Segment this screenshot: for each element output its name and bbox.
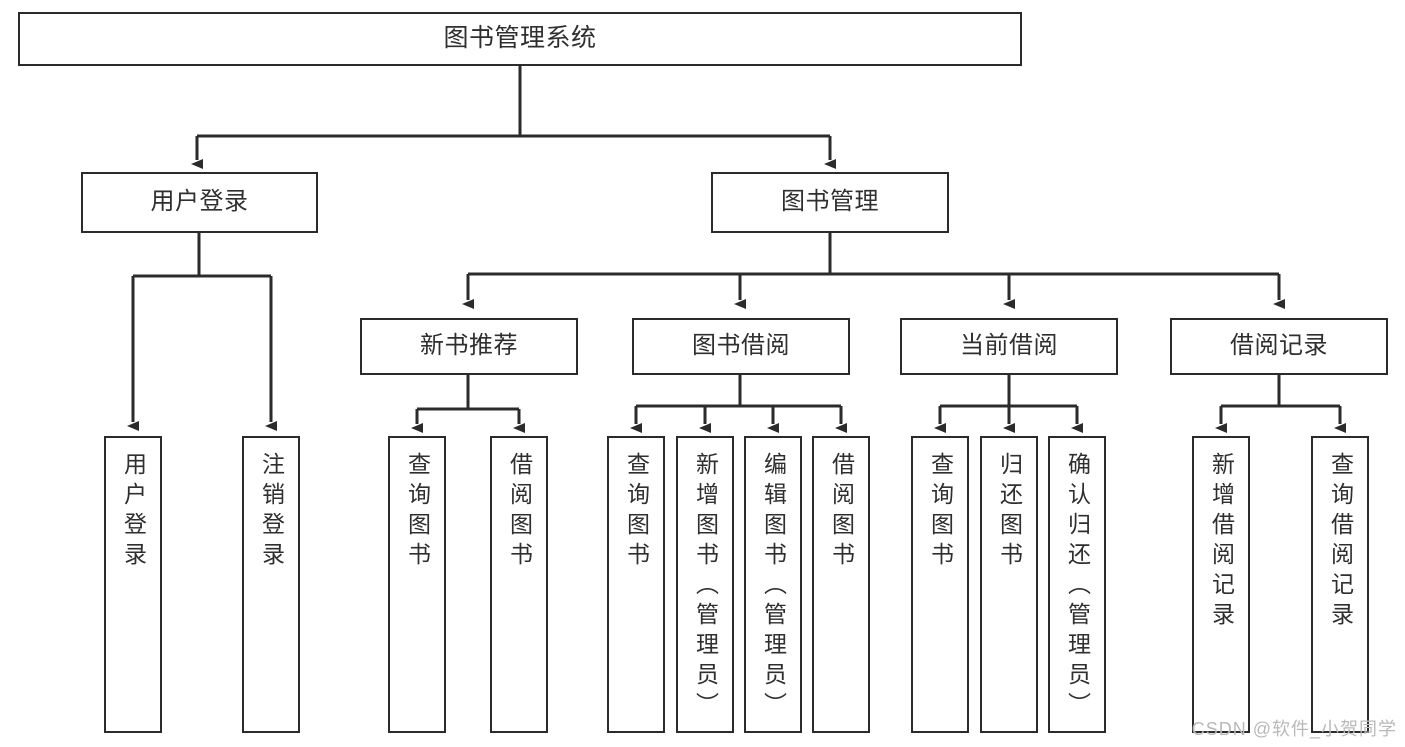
node-label: 借阅图书: [828, 452, 855, 572]
node-root[interactable]: 图书管理系统: [18, 12, 1022, 66]
leaf-node-add-book-admin[interactable]: 新增图书（管理员）: [676, 436, 734, 733]
leaf-node-query-book-rec[interactable]: 查询图书: [388, 436, 446, 733]
node-label: 借阅图书: [506, 452, 533, 572]
leaf-node-confirm-return-admin[interactable]: 确认归还（管理员）: [1048, 436, 1106, 733]
leaf-node-edit-book-admin[interactable]: 编辑图书（管理员）: [744, 436, 802, 733]
leaf-node-return-book[interactable]: 归还图书: [980, 436, 1038, 733]
node-label: 查询图书: [623, 452, 650, 572]
node-label: 编辑图书（管理员）: [760, 452, 787, 722]
node-label: 图书管理系统: [443, 24, 597, 53]
node-label: 注销登录: [258, 452, 285, 572]
watermark: CSDN @软件_小贺同学: [1191, 719, 1397, 739]
node-current-borrow[interactable]: 当前借阅: [900, 318, 1118, 375]
node-user-login[interactable]: 用户登录: [81, 172, 318, 233]
leaf-node-borrow-book-rec[interactable]: 借阅图书: [490, 436, 548, 733]
node-label: 当前借阅: [960, 332, 1058, 360]
node-new-book-rec[interactable]: 新书推荐: [360, 318, 578, 375]
leaf-node-query-book-current[interactable]: 查询图书: [911, 436, 969, 733]
node-label: 归还图书: [996, 452, 1023, 572]
node-label: 查询图书: [404, 452, 431, 572]
node-label: 查询图书: [927, 452, 954, 572]
node-label: 新书推荐: [420, 332, 518, 360]
leaf-node-borrow-book[interactable]: 借阅图书: [812, 436, 870, 733]
leaf-node-add-borrow-record[interactable]: 新增借阅记录: [1192, 436, 1250, 733]
leaf-node-logout[interactable]: 注销登录: [242, 436, 300, 733]
node-label: 用户登录: [150, 188, 249, 216]
node-label: 用户登录: [120, 452, 147, 572]
node-label: 图书管理: [781, 188, 879, 216]
leaf-node-user-login[interactable]: 用户登录: [104, 436, 162, 733]
leaf-node-query-book-borrow[interactable]: 查询图书: [607, 436, 665, 733]
node-label: 新增借阅记录: [1208, 452, 1235, 632]
node-borrow-record[interactable]: 借阅记录: [1170, 318, 1388, 375]
node-label: 新增图书（管理员）: [692, 452, 719, 722]
node-label: 借阅记录: [1230, 332, 1328, 360]
node-label: 图书借阅: [692, 332, 790, 360]
leaf-node-query-borrow-record[interactable]: 查询借阅记录: [1311, 436, 1369, 733]
node-label: 查询借阅记录: [1327, 452, 1354, 632]
node-label: 确认归还（管理员）: [1064, 452, 1091, 722]
node-book-manage[interactable]: 图书管理: [711, 172, 949, 233]
node-book-borrow[interactable]: 图书借阅: [632, 318, 850, 375]
